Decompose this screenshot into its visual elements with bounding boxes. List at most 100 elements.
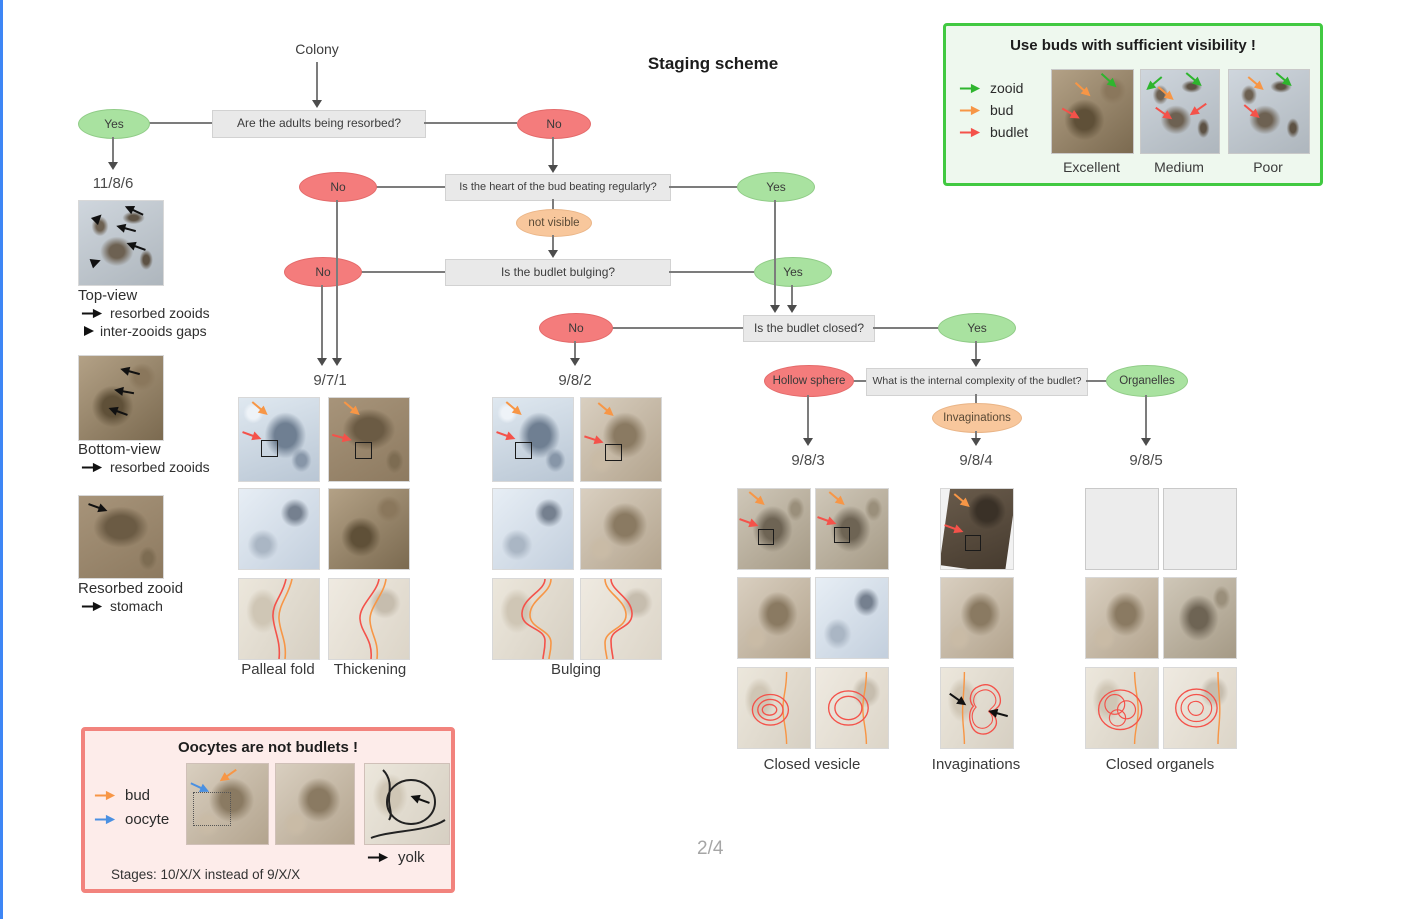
- legend-label: zooid: [990, 80, 1024, 96]
- connector-line: [1086, 380, 1106, 382]
- triangle-marker-icon: [84, 326, 94, 336]
- note-stomach: stomach: [80, 598, 163, 614]
- yolk-note: yolk: [366, 849, 425, 866]
- black-arrow-icon: [81, 601, 103, 611]
- page-title: Staging scheme: [647, 54, 779, 73]
- connector-line: [975, 431, 977, 440]
- micrograph-bulging-closeup-2: [580, 488, 662, 570]
- question-budlet-closed: Is the budlet closed?: [743, 315, 875, 342]
- micrograph-palleal-overview: [238, 397, 320, 482]
- legend-oocyte: oocyte: [93, 811, 169, 828]
- stage-label-11-8-6: 11/8/6: [92, 175, 134, 192]
- top-view-label: Top-view: [78, 287, 138, 304]
- answer-hollow-sphere: Hollow sphere: [764, 365, 854, 397]
- left-edge-bar: [0, 0, 3, 919]
- zoom-region-square: [758, 529, 774, 545]
- connector-line: [552, 199, 554, 209]
- micrograph-closed-organels-outline-1: [1085, 667, 1159, 749]
- note-text: resorbed zooids: [110, 305, 210, 321]
- oocyte-callout-box: Oocytes are not budlets ! bud oocyte yol…: [81, 727, 455, 893]
- arrowhead: [971, 438, 981, 446]
- micrograph-closed-organels-outline-2: [1163, 667, 1237, 749]
- connector-line: [112, 137, 114, 164]
- connector-line: [574, 341, 576, 360]
- zoom-region-square: [261, 440, 278, 457]
- legend-budlet: budlet: [958, 124, 1028, 140]
- zoom-region-square: [515, 442, 532, 459]
- arrowhead: [570, 358, 580, 366]
- triangle-marker-icon: [89, 255, 103, 269]
- black-arrow-icon: [81, 308, 103, 318]
- connector-line: [807, 395, 809, 440]
- answer-yes-bulging: Yes: [754, 257, 832, 287]
- connector-line: [360, 271, 445, 273]
- legend-label: yolk: [398, 849, 425, 866]
- micrograph-thickening-closeup: [328, 488, 410, 570]
- legend-bud-2: bud: [93, 787, 150, 804]
- red-arrow-icon: [959, 127, 981, 137]
- zoom-region-square: [355, 442, 372, 459]
- micrograph-closed-vesicle-overview-1: [737, 488, 811, 570]
- connector-line: [975, 341, 977, 361]
- arrowhead: [1141, 438, 1151, 446]
- answer-no-adults: No: [517, 109, 591, 139]
- connector-line: [669, 271, 754, 273]
- answer-invaginations: Invaginations: [932, 403, 1022, 433]
- answer-yes-closed: Yes: [938, 313, 1016, 343]
- connector-line: [852, 380, 866, 382]
- arrowhead: [548, 250, 558, 258]
- oocyte-example-1: [186, 763, 269, 845]
- zoom-region-square: [605, 444, 622, 461]
- legend-bud: bud: [958, 102, 1013, 118]
- arrowhead: [803, 438, 813, 446]
- connector-line: [1145, 395, 1147, 440]
- black-arrow-icon: [367, 852, 389, 863]
- arrowhead: [770, 305, 780, 313]
- answer-yes-heart: Yes: [737, 172, 815, 202]
- micrograph-closed-vesicle-closeup-2: [815, 577, 889, 659]
- placeholder-empty-2: [1163, 488, 1237, 570]
- triangle-marker-icon: [90, 210, 106, 226]
- arrowhead: [108, 162, 118, 170]
- answer-organelles: Organelles: [1106, 365, 1188, 397]
- answer-no-closed: No: [539, 313, 613, 343]
- question-adults-resorbed: Are the adults being resorbed?: [212, 110, 426, 138]
- flow-root-colony: Colony: [295, 41, 339, 57]
- legend-label: bud: [125, 787, 151, 804]
- column-label-bulging: Bulging: [550, 661, 602, 678]
- green-arrow-icon: [959, 83, 981, 93]
- connector-line: [316, 62, 318, 102]
- orange-arrow-icon: [959, 105, 981, 115]
- stage-label-9-8-5: 9/8/5: [1129, 452, 1163, 469]
- connector-line: [975, 394, 977, 403]
- micrograph-bulging-outline-2: [580, 578, 662, 660]
- micrograph-closed-organels-closeup-1: [1085, 577, 1159, 659]
- black-arrow-icon: [81, 462, 103, 472]
- arrowhead: [317, 358, 327, 366]
- stage-label-9-8-2: 9/8/2: [558, 372, 592, 389]
- stage-label-9-8-3: 9/8/3: [791, 452, 825, 469]
- placeholder-empty-1: [1085, 488, 1159, 570]
- resorbed-zooid-label: Resorbed zooid: [78, 580, 184, 597]
- column-label-palleal-fold: Palleal fold: [241, 661, 315, 678]
- micrograph-bulging-outline-1: [492, 578, 574, 660]
- column-label-invaginations: Invaginations: [931, 756, 1021, 773]
- micrograph-closed-organels-closeup-2: [1163, 577, 1237, 659]
- legend-label: oocyte: [125, 811, 170, 828]
- micrograph-palleal-outline: [238, 578, 320, 660]
- rating-poor: Poor: [1253, 159, 1283, 175]
- visibility-callout-box: Use buds with sufficient visibility ! zo…: [943, 23, 1323, 186]
- micrograph-invaginations-closeup: [940, 577, 1014, 659]
- note-text: stomach: [110, 598, 163, 614]
- page-number: 2/4: [697, 838, 724, 859]
- rating-medium: Medium: [1154, 159, 1204, 175]
- note-text: inter-zooids gaps: [100, 323, 207, 339]
- oocyte-stage-note: Stages: 10/X/X instead of 9/X/X: [111, 867, 301, 882]
- visibility-example-excellent: [1051, 69, 1134, 154]
- rating-excellent: Excellent: [1063, 159, 1120, 175]
- arrowhead: [312, 100, 322, 108]
- connector-line: [669, 186, 737, 188]
- visibility-example-poor: [1228, 69, 1310, 154]
- stage-label-9-8-4: 9/8/4: [959, 452, 993, 469]
- connector-line: [873, 327, 938, 329]
